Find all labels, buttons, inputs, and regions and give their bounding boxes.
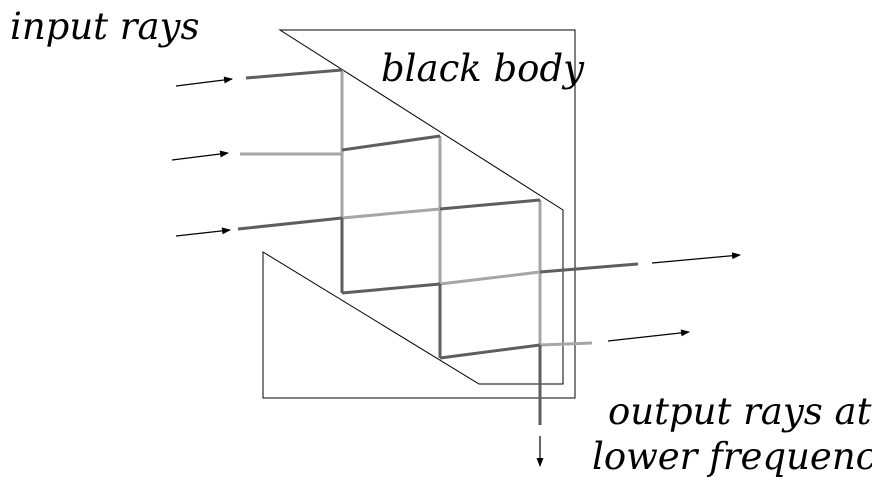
dark-ray-segment bbox=[439, 343, 541, 360]
input-arrow-2 bbox=[171, 150, 229, 161]
output-rays-label-line2: lower frequency bbox=[592, 435, 872, 478]
input-arrow-3 bbox=[175, 227, 231, 237]
black-body-label: black body bbox=[381, 47, 585, 90]
black-body-outline bbox=[262, 29, 576, 399]
dark-ray-segment bbox=[439, 198, 541, 211]
dark-ray-segment bbox=[341, 134, 441, 152]
dark-ray-segment bbox=[341, 282, 441, 295]
light-ray-group bbox=[240, 70, 593, 347]
dark-ray-group bbox=[237, 68, 639, 425]
output-arrow-1 bbox=[651, 252, 741, 264]
input-rays-label: input rays bbox=[10, 5, 199, 48]
light-ray-segment bbox=[341, 207, 441, 220]
light-ray-segment bbox=[539, 341, 593, 347]
dark-ray-segment bbox=[237, 216, 343, 231]
input-arrow-1 bbox=[175, 76, 233, 87]
output-arrow-2 bbox=[607, 329, 690, 342]
light-ray-segment bbox=[439, 270, 541, 286]
dark-ray-segment bbox=[539, 262, 639, 274]
dark-ray-segment bbox=[245, 68, 343, 80]
output-rays-label-line1: output rays at bbox=[608, 390, 872, 433]
